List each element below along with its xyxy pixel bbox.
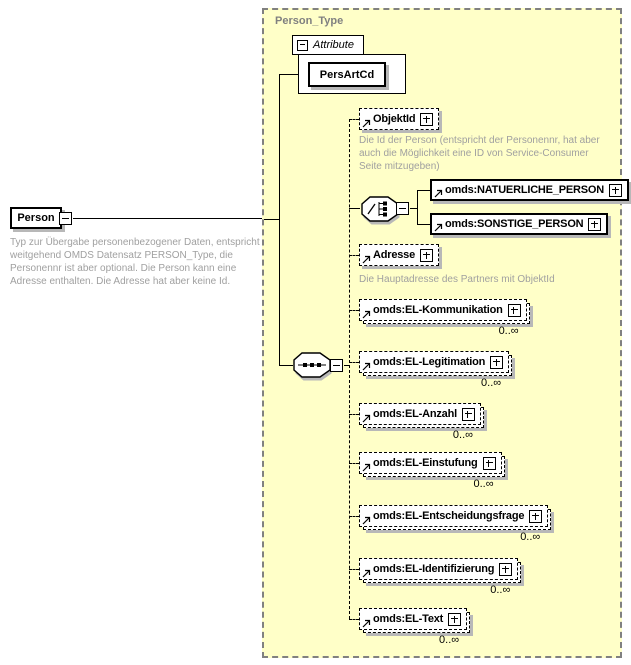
expand-plus-icon[interactable]: [461, 407, 475, 421]
connector-line: [279, 365, 293, 366]
sequence-collapse-minus-icon[interactable]: [330, 359, 343, 372]
collapse-minus-icon[interactable]: [297, 39, 308, 51]
element-label-person: Person: [17, 212, 55, 224]
expand-plus-icon[interactable]: [499, 562, 513, 576]
reference-arrow-icon: [362, 119, 371, 128]
element-label: omds:EL-Legitimation: [373, 356, 486, 368]
child-trunk-dashed-line: [349, 119, 350, 619]
reference-arrow-icon: [434, 189, 443, 198]
connector-line: [417, 190, 430, 191]
connector-dashed-line: [349, 619, 359, 620]
reference-arrow-icon: [362, 310, 371, 319]
attribute-label: PersArtCd: [319, 68, 375, 81]
type-container-person-type: Person_Type Attribute PersArtCd: [262, 8, 629, 658]
connector-line: [279, 74, 299, 75]
element-label: omds:EL-Identifizierung: [373, 563, 495, 575]
element-label: Adresse: [373, 249, 416, 261]
expand-plus-icon[interactable]: [609, 183, 622, 197]
connector-dashed-line: [349, 516, 359, 517]
expand-plus-icon[interactable]: [448, 612, 462, 626]
choice-icon[interactable]: [358, 194, 400, 226]
element-label: omds:EL-Kommunikation: [373, 304, 503, 316]
root-connector-line: [73, 218, 262, 219]
connector-line: [264, 219, 280, 220]
element-box-objektid[interactable]: ObjektId: [359, 108, 440, 130]
reference-arrow-icon: [362, 362, 371, 371]
connector-line: [344, 365, 350, 366]
element-label: omds:EL-Einstufung: [373, 457, 478, 469]
element-box-el-einstufung[interactable]: omds:EL-Einstufung: [359, 452, 505, 477]
cardinality-label: 0..∞: [490, 584, 511, 596]
element-box-person[interactable]: Person: [10, 207, 62, 229]
choice-collapse-minus-icon[interactable]: [396, 202, 409, 215]
connector-dashed-line: [349, 362, 359, 363]
connector-line: [349, 208, 360, 209]
cardinality-label: 0..∞: [481, 377, 502, 389]
element-box-sonstige-person[interactable]: omds:SONSTIGE_PERSON: [430, 213, 609, 235]
reference-arrow-icon: [362, 463, 371, 472]
connector-dashed-line: [349, 119, 359, 120]
element-box-el-legitimation[interactable]: omds:EL-Legitimation: [359, 351, 513, 376]
connector-dashed-line: [349, 463, 359, 464]
cardinality-label: 0..∞: [498, 325, 519, 337]
attribute-tab-label: Attribute: [313, 39, 354, 51]
reference-arrow-icon: [362, 255, 371, 264]
expand-plus-icon[interactable]: [420, 248, 434, 262]
sequence-icon[interactable]: [290, 350, 332, 382]
reference-arrow-icon: [362, 569, 371, 578]
connector-dashed-line: [349, 310, 359, 311]
collapse-minus-icon[interactable]: [59, 212, 72, 225]
person-annotation: Typ zur Übergabe personenbezogener Daten…: [10, 237, 260, 287]
attribute-tab[interactable]: Attribute: [292, 35, 364, 55]
cardinality-label: 0..∞: [520, 531, 541, 543]
reference-arrow-icon: [362, 414, 371, 423]
reference-arrow-icon: [434, 223, 443, 232]
element-label: omds:SONSTIGE_PERSON: [445, 218, 584, 230]
element-box-el-text[interactable]: omds:EL-Text: [359, 608, 471, 633]
reference-arrow-icon: [362, 619, 371, 628]
reference-arrow-icon: [362, 516, 371, 525]
expand-plus-icon[interactable]: [588, 217, 602, 231]
connector-dashed-line: [349, 414, 359, 415]
expand-plus-icon[interactable]: [482, 456, 496, 470]
cardinality-label: 0..∞: [473, 478, 494, 490]
element-box-el-identifizierung[interactable]: omds:EL-Identifizierung: [359, 558, 522, 583]
expand-plus-icon[interactable]: [490, 355, 504, 369]
element-label: omds:EL-Anzahl: [373, 408, 457, 420]
connector-dashed-line: [349, 569, 359, 570]
element-annotation-adresse: Die Hauptadresse des Partners mit Objekt…: [359, 274, 555, 285]
attribute-box-persartcd[interactable]: PersArtCd: [308, 62, 386, 87]
element-box-adresse[interactable]: Adresse: [359, 244, 440, 266]
connector-line: [410, 208, 418, 209]
element-label: omds:NATUERLICHE_PERSON: [445, 184, 604, 196]
expand-plus-icon[interactable]: [507, 303, 521, 317]
element-box-el-anzahl[interactable]: omds:EL-Anzahl: [359, 403, 484, 428]
element-box-el-kommunikation[interactable]: omds:EL-Kommunikation: [359, 299, 530, 324]
element-label: omds:EL-Entscheidungsfrage: [373, 510, 525, 522]
connector-dashed-line: [349, 255, 359, 256]
type-title: Person_Type: [275, 15, 344, 27]
element-label: omds:EL-Text: [373, 613, 444, 625]
expand-plus-icon[interactable]: [529, 509, 543, 523]
expand-plus-icon[interactable]: [420, 112, 434, 126]
connector-trunk-line: [279, 74, 280, 365]
element-label: ObjektId: [373, 113, 416, 125]
element-annotation-objektid: Die Id der Person (entspricht der Person…: [359, 135, 600, 172]
cardinality-label: 0..∞: [439, 634, 460, 646]
connector-line: [417, 224, 430, 225]
element-box-natuerliche-person[interactable]: omds:NATUERLICHE_PERSON: [430, 179, 629, 201]
cardinality-label: 0..∞: [452, 429, 473, 441]
connector-line: [417, 190, 418, 225]
element-box-el-entscheidungsfrage[interactable]: omds:EL-Entscheidungsfrage: [359, 505, 552, 530]
